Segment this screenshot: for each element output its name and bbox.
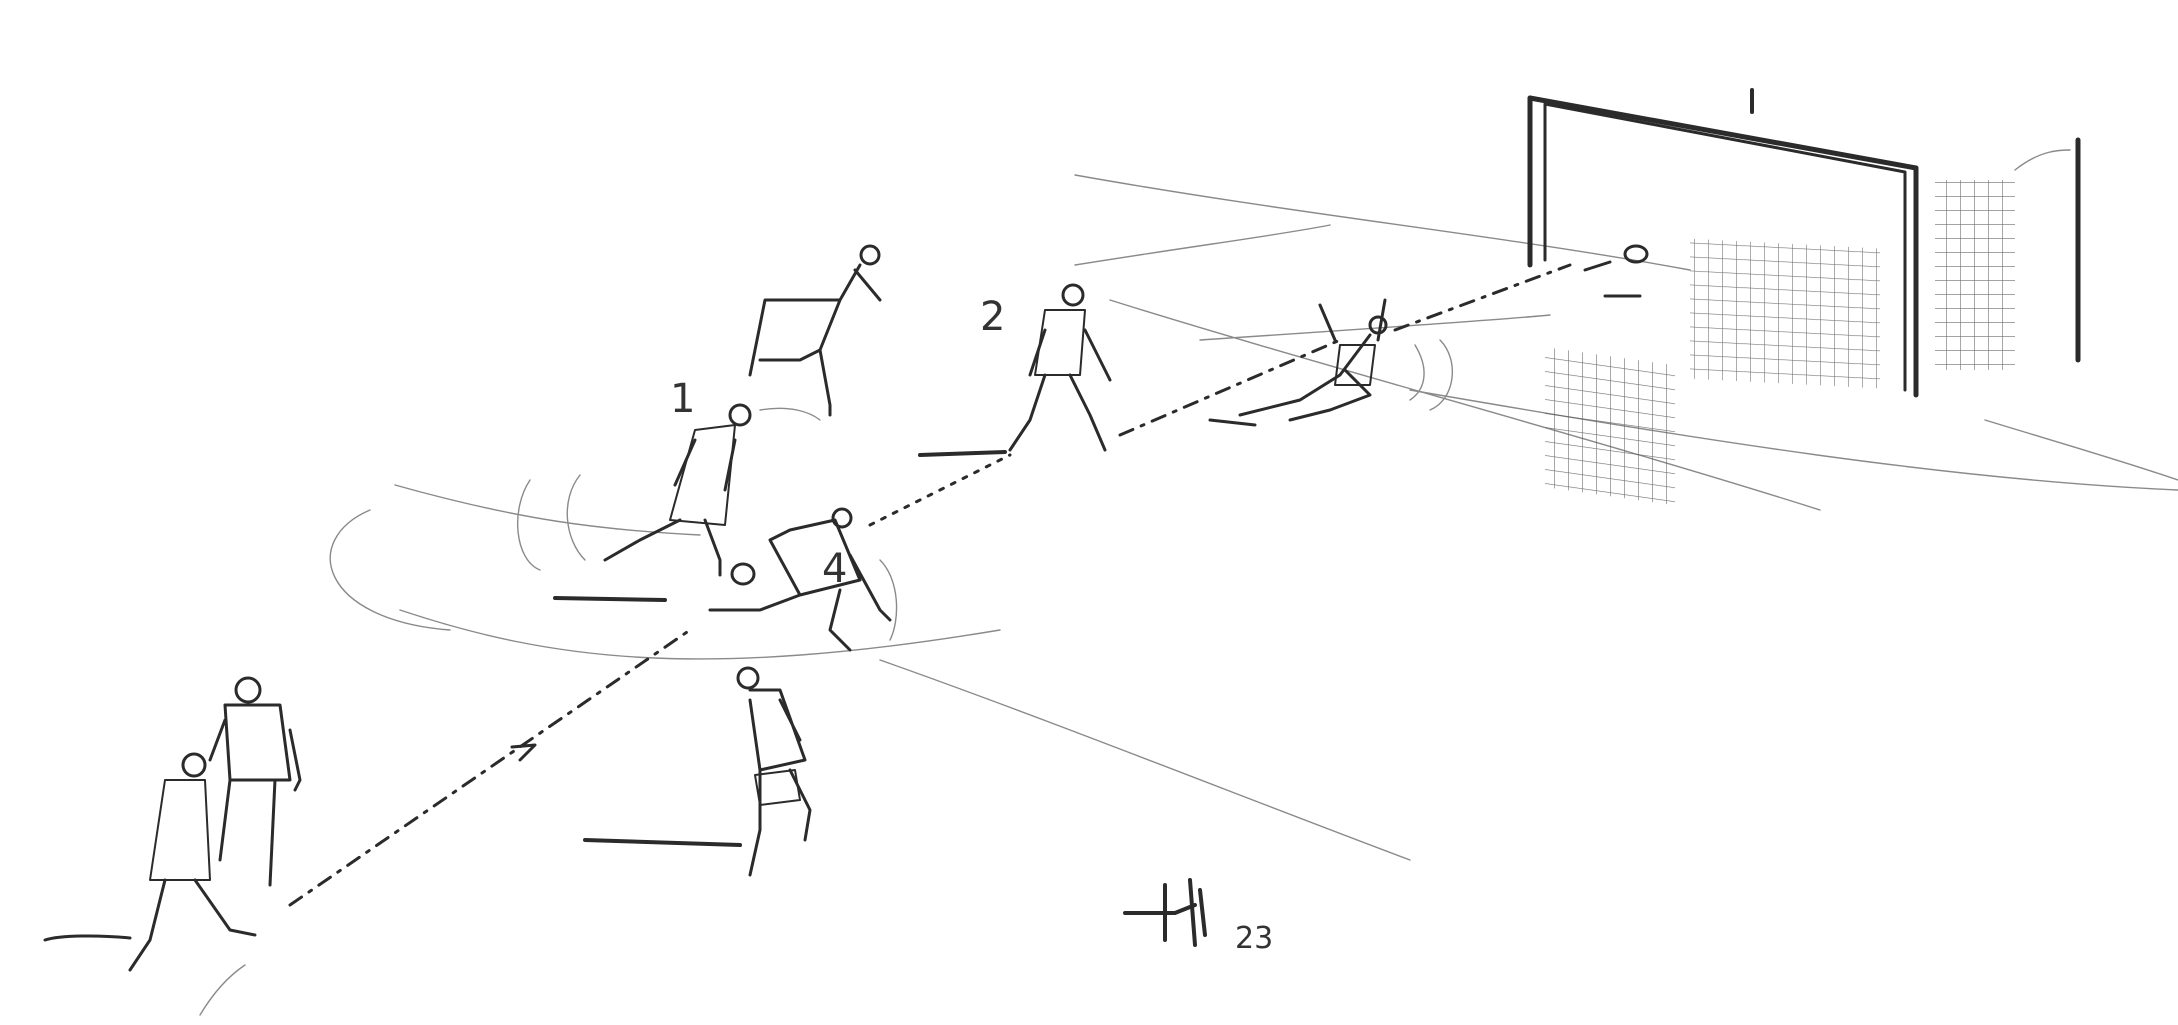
player-jumping — [748, 244, 882, 417]
signature-year: 23 — [1235, 921, 1273, 956]
ball — [730, 562, 756, 586]
goal — [1527, 88, 2081, 506]
pass-lines — [288, 263, 1572, 907]
player-shooter-sliding — [1238, 298, 1388, 422]
player-1 — [603, 403, 752, 577]
motion-lines — [43, 339, 1454, 1016]
player-number-2: 2 — [980, 294, 1005, 340]
player-number-4: 4 — [822, 546, 847, 592]
player-number-1: 1 — [670, 376, 695, 422]
pitch-lines — [329, 174, 2178, 861]
artist-signature — [1123, 878, 1207, 947]
player-hatched-left — [128, 752, 257, 972]
player-defender-center — [736, 666, 812, 877]
ball-in-goal — [1583, 244, 1649, 298]
player-2 — [1008, 283, 1112, 452]
player-tall-left — [208, 676, 302, 887]
player-4 — [708, 507, 892, 652]
